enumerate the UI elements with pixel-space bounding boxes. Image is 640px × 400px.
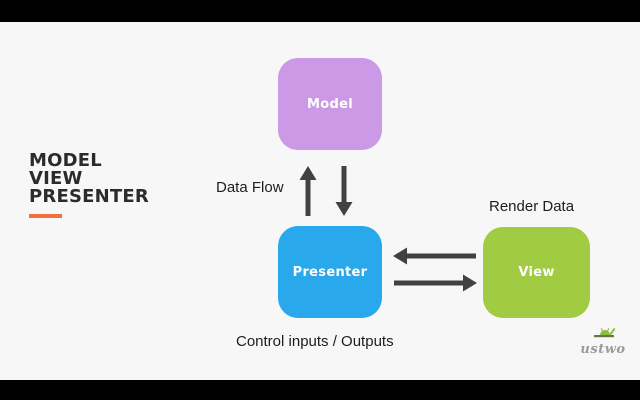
arrow-up-icon	[299, 166, 317, 216]
slide-title: MODEL VIEW PRESENTER	[29, 152, 149, 206]
title-line-model: MODEL	[29, 150, 102, 171]
arrow-down-icon	[335, 166, 353, 216]
node-presenter-label: Presenter	[292, 264, 368, 280]
label-render-data: Render Data	[489, 198, 575, 215]
title-line-view: VIEW	[29, 168, 83, 189]
node-view-label: View	[518, 265, 555, 280]
node-model: Model	[278, 58, 382, 150]
android-icon	[594, 328, 616, 338]
node-view: View	[483, 227, 590, 318]
arrow-left-icon	[393, 247, 476, 265]
letterbox-bottom	[0, 380, 640, 400]
arrow-right-icon	[394, 274, 477, 292]
ustwo-logo: ustwo	[574, 325, 632, 357]
label-data-flow: Data Flow	[216, 179, 284, 196]
label-control-inputs-outputs: Control inputs / Outputs	[236, 333, 394, 350]
letterbox-top	[0, 0, 640, 22]
presenter-view-arrows	[393, 247, 477, 292]
title-line-presenter: PRESENTER	[29, 186, 149, 207]
node-presenter: Presenter	[278, 226, 382, 318]
model-presenter-arrows	[299, 166, 353, 216]
title-underline	[29, 214, 62, 218]
node-model-label: Model	[307, 96, 353, 112]
logo-text: ustwo	[580, 342, 626, 357]
